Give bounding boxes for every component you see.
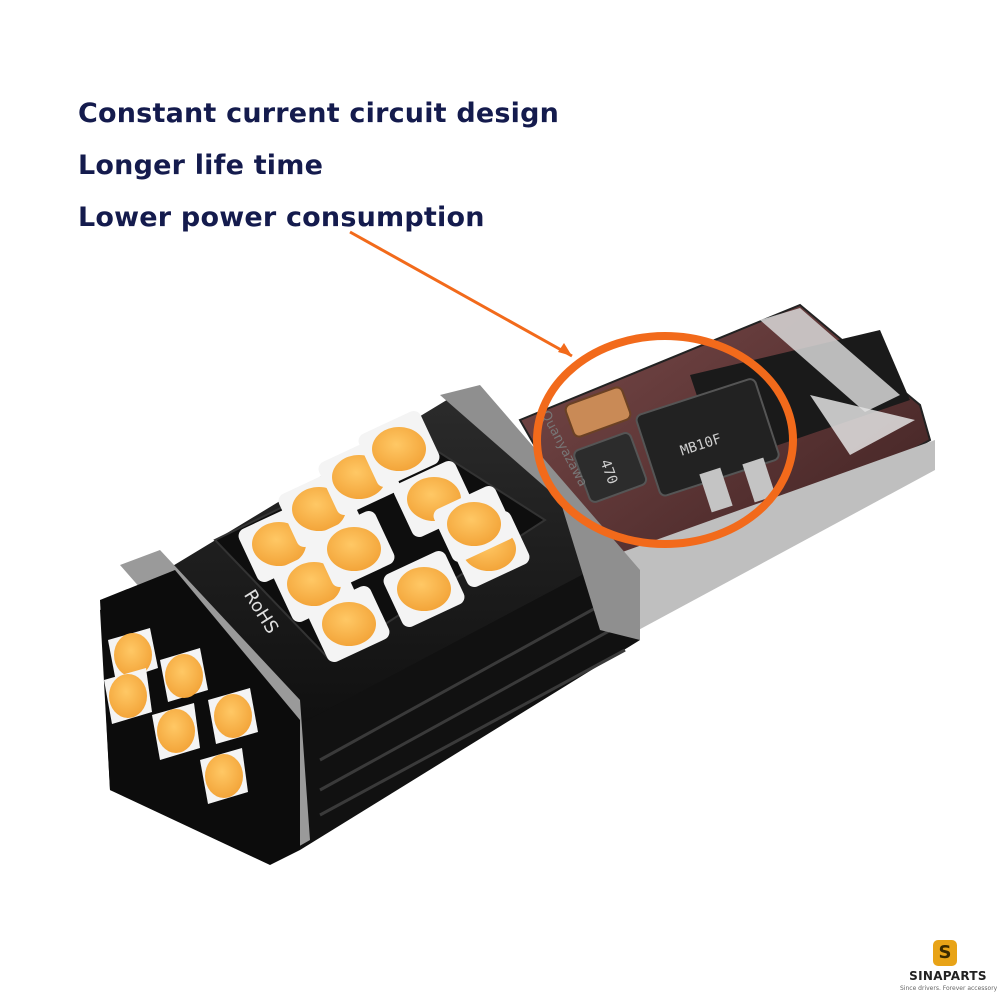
watermark-name: SINAPARTS xyxy=(909,969,987,983)
highlight-ring xyxy=(533,332,797,548)
callout xyxy=(349,230,797,548)
end-led-board xyxy=(100,570,300,865)
sinaparts-watermark: S SINAPARTS Since drivers. Forever acces… xyxy=(900,940,998,996)
feature-list: Constant current circuit design Longer l… xyxy=(78,88,559,244)
top-led-board: RoHS Quanyazawa xyxy=(213,408,590,663)
callout-arrow xyxy=(349,230,573,358)
feature-longer-life: Longer life time xyxy=(78,150,324,181)
feature-constant-current: Constant current circuit design xyxy=(78,98,560,129)
top-led-array xyxy=(238,410,530,663)
watermark-tagline: Since drivers. Forever accessory xyxy=(900,985,998,992)
sinaparts-logo-icon: S xyxy=(933,940,957,966)
end-led-array xyxy=(104,628,258,804)
circuit-components: 470 MB10F xyxy=(564,378,780,513)
feature-lower-power: Lower power consumption xyxy=(78,202,485,233)
